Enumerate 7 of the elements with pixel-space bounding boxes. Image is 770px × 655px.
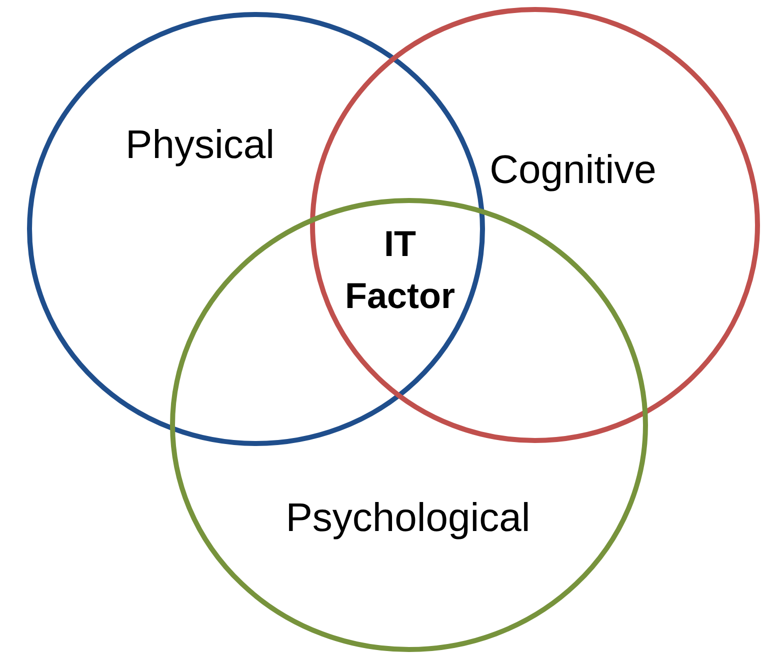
center-label: IT Factor: [344, 222, 456, 318]
venn-circle: [170, 198, 648, 652]
venn-circle: [310, 7, 760, 443]
venn-circle: [27, 12, 485, 446]
circle-label: Physical: [126, 123, 274, 167]
circle-label: Cognitive: [490, 148, 656, 192]
circle-label: Psychological: [286, 496, 530, 540]
